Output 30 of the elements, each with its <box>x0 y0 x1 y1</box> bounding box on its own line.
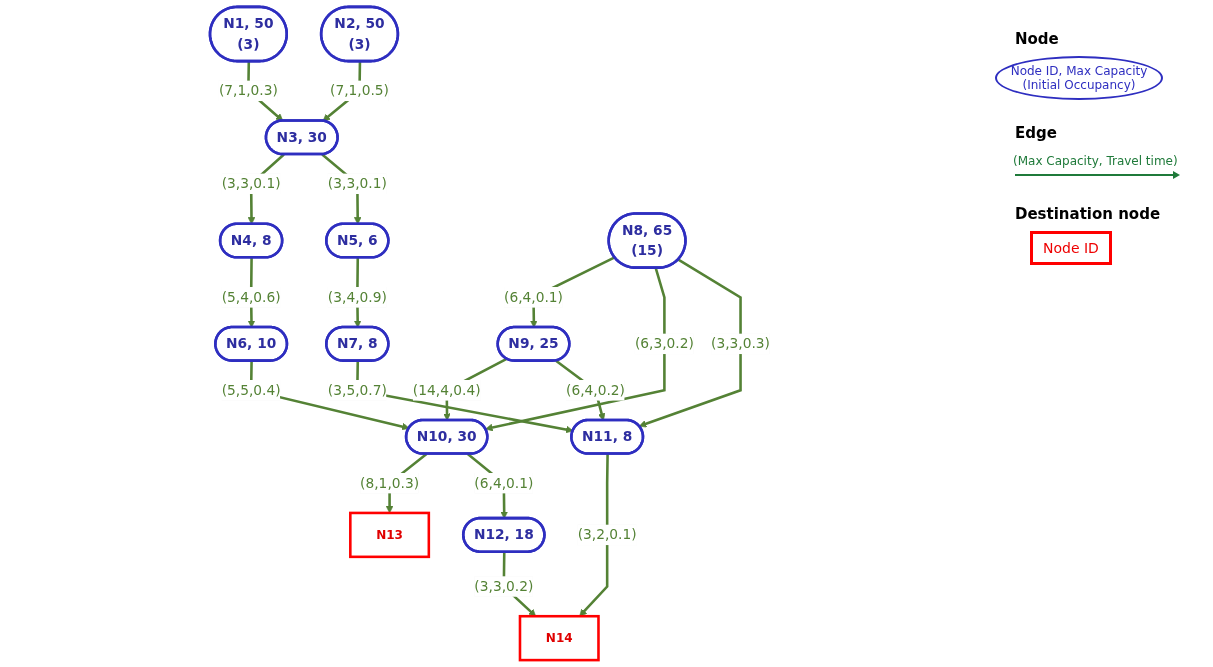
edge-label: (5,5,0.4) <box>221 381 281 399</box>
node-box: N14 <box>518 614 600 662</box>
legend-edge-text: (Max Capacity, Travel time) <box>1013 154 1178 168</box>
edge-label: (3,3,0.1) <box>327 175 387 192</box>
edge-label: (3,5,0.7) <box>327 381 387 399</box>
edge-label: (14,4,0.4) <box>412 381 481 399</box>
legend-node-ellipse: Node ID, Max Capacity (Initial Occupancy) <box>995 56 1163 100</box>
edge-label: (5,4,0.6) <box>221 288 281 306</box>
arrow <box>579 453 609 617</box>
legend-heading: Destination node <box>1015 205 1161 223</box>
edge-label: (6,3,0.2) <box>634 335 694 352</box>
edge-label: (7,1,0.3) <box>218 82 278 99</box>
edge-label: (3,3,0.3) <box>711 335 770 352</box>
edge-label: (6,4,0.2) <box>566 381 625 399</box>
legend-heading: Node <box>1015 30 1059 48</box>
edge-label: (7,1,0.5) <box>330 82 389 99</box>
arrow <box>249 361 410 431</box>
edge-label: (6,4,0.1) <box>504 288 563 306</box>
edge-label: (8,1,0.3) <box>360 474 420 491</box>
arrow <box>485 267 666 432</box>
arrow <box>356 361 574 434</box>
node-box: N13 <box>349 511 431 559</box>
edge-label: (3,2,0.1) <box>577 526 637 543</box>
legend-destination-box: Node ID <box>1030 231 1112 265</box>
edge-label: (3,3,0.2) <box>474 577 534 595</box>
edge-label: (6,4,0.1) <box>474 474 534 491</box>
edge-label: (3,4,0.9) <box>327 288 387 306</box>
legend-heading: Edge <box>1015 124 1057 142</box>
edge-label: (3,3,0.1) <box>221 175 281 192</box>
arrow <box>638 258 742 428</box>
